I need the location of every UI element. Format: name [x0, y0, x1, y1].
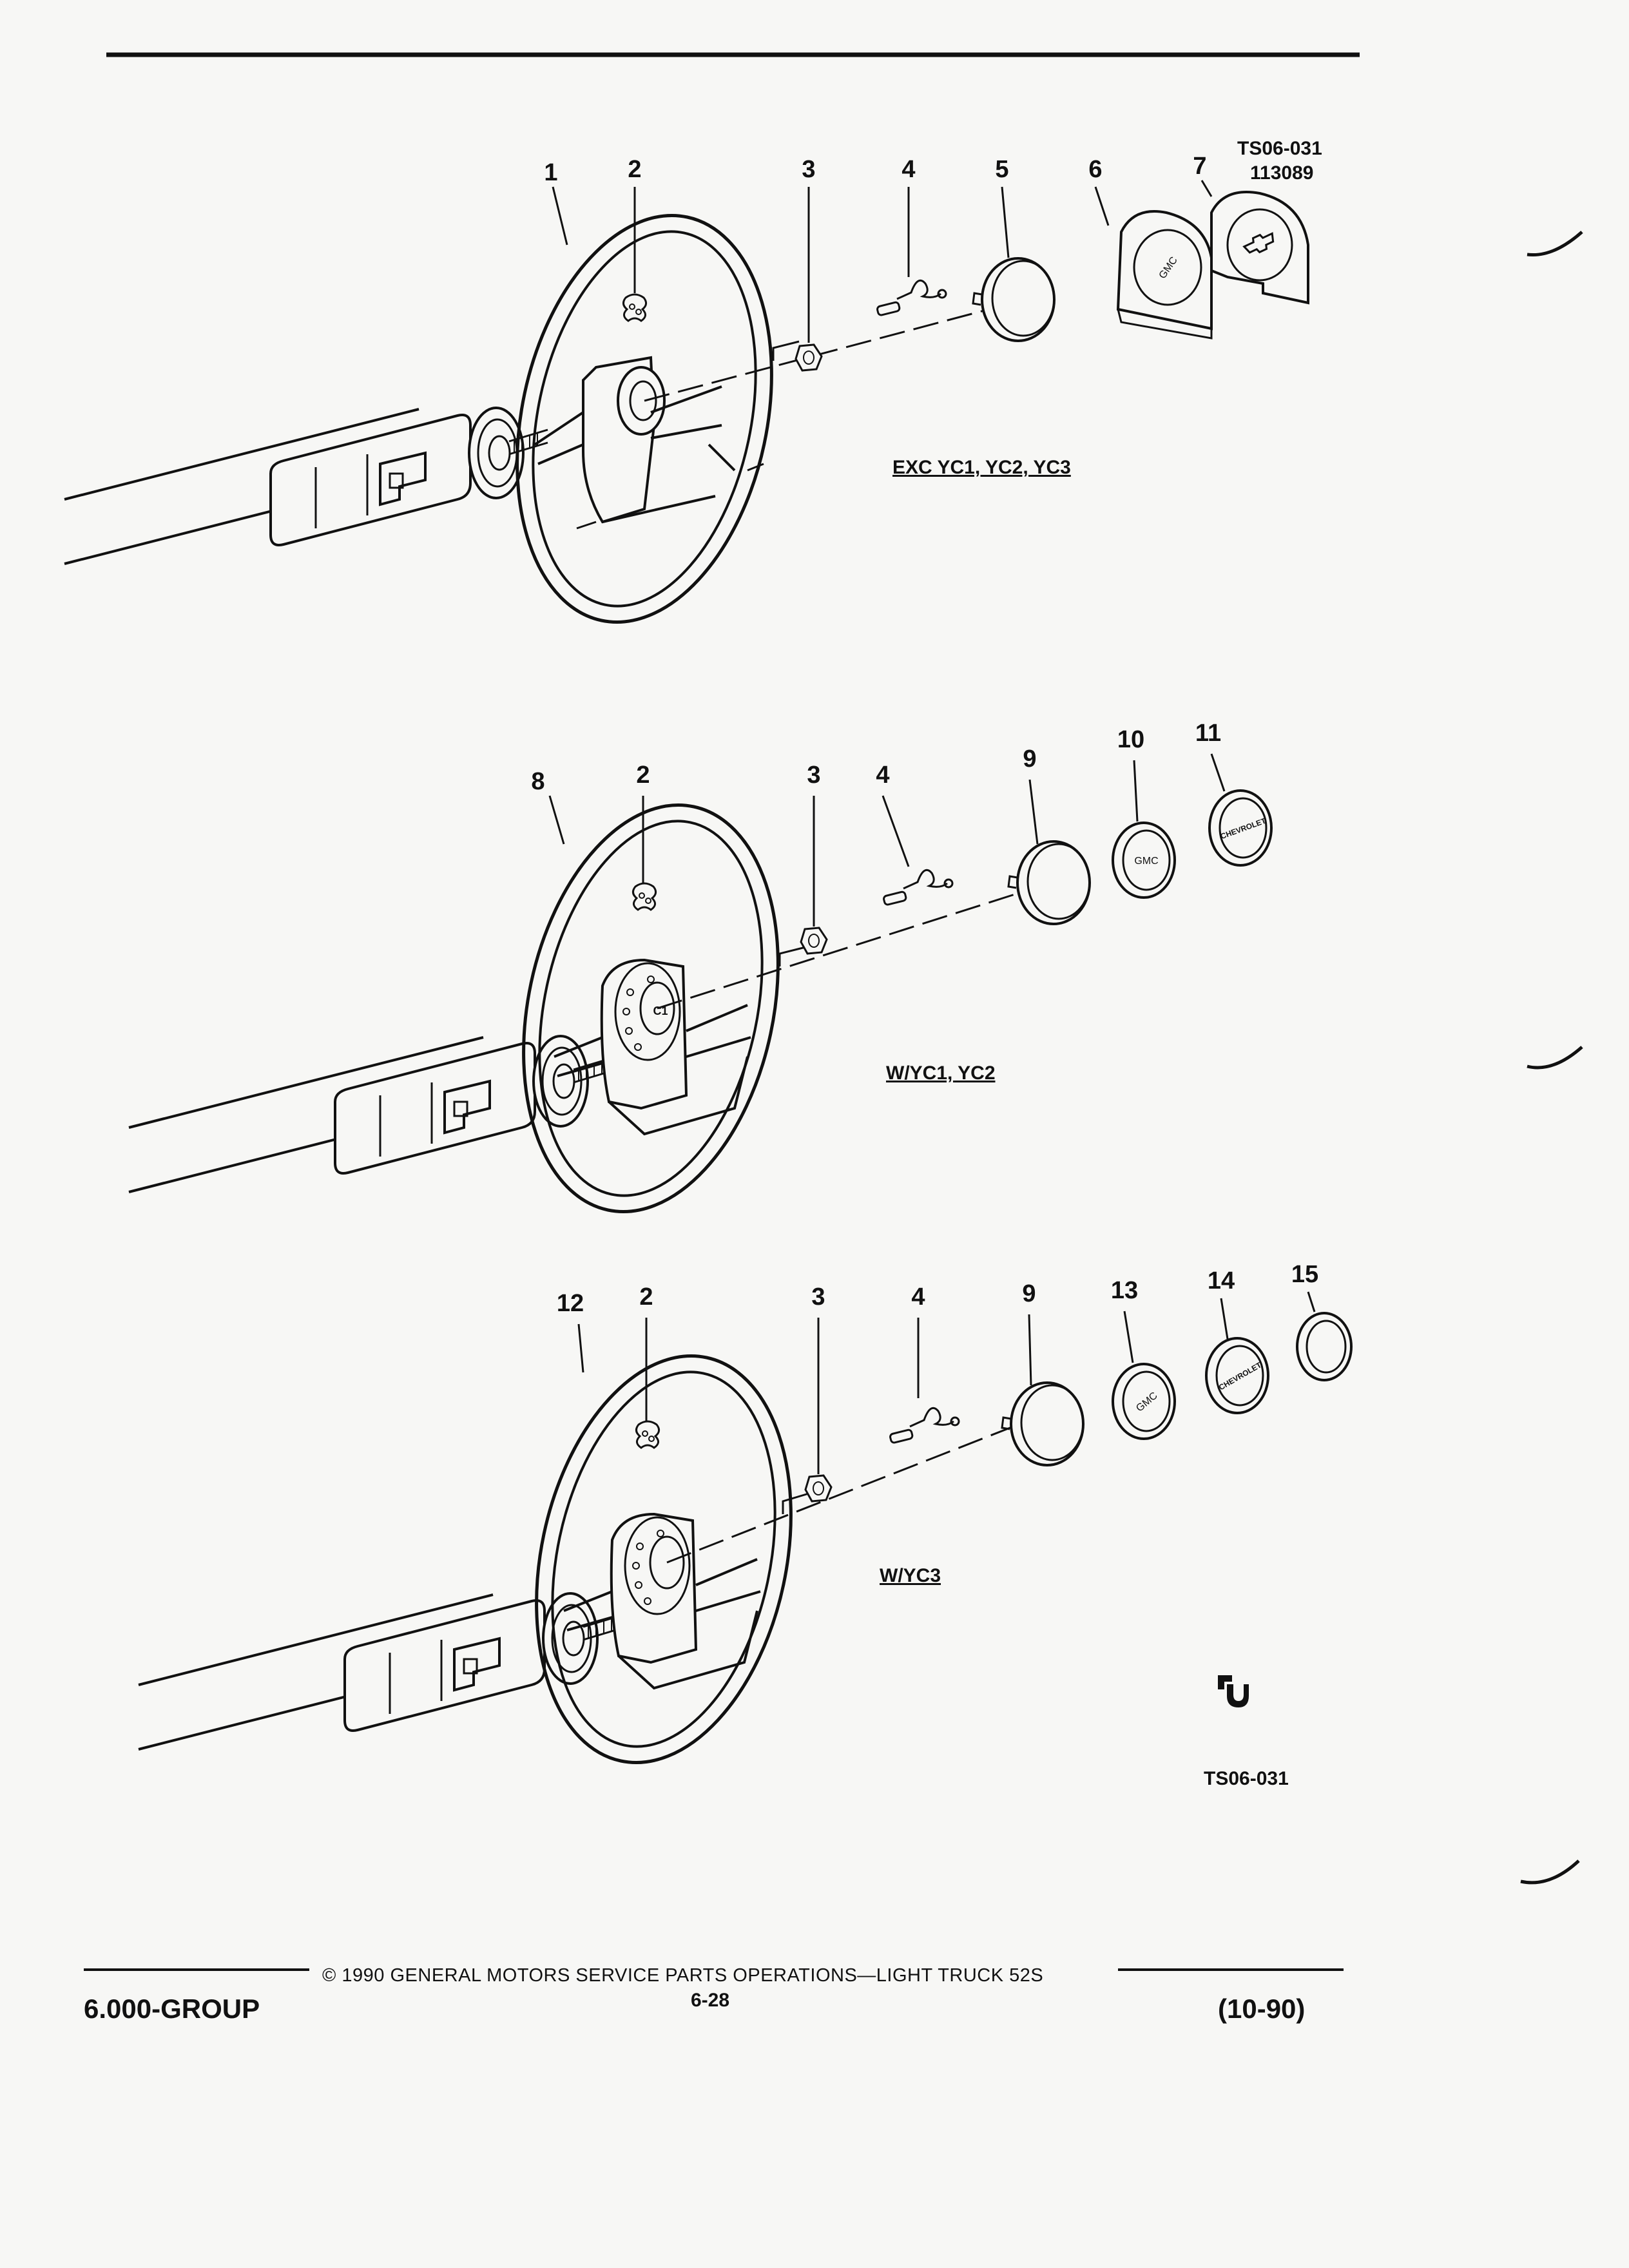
gmc-brand-text: GMC	[1134, 856, 1158, 867]
chevrolet-cap-14: CHEVROLET	[1205, 1337, 1269, 1414]
callout-4b: 4	[876, 762, 889, 789]
gmc-cap-13: GMC	[1112, 1363, 1176, 1440]
ref-code-top-1: TS06-031	[1237, 138, 1322, 159]
callout-2c: 2	[639, 1283, 653, 1311]
horn-contact-2	[882, 869, 954, 907]
horn-contact-1	[876, 279, 947, 317]
callout-8: 8	[531, 768, 545, 795]
callout-13: 13	[1111, 1277, 1138, 1304]
callout-1: 1	[544, 159, 557, 186]
horn-pad-1	[972, 257, 1055, 342]
steering-wheel-12	[535, 1354, 793, 1764]
callout-5: 5	[995, 156, 1008, 183]
chevrolet-cover-7	[1210, 191, 1309, 305]
callout-3c: 3	[811, 1283, 825, 1311]
callout-12: 12	[557, 1290, 584, 1317]
hex-nut-3	[804, 1474, 833, 1503]
callout-7: 7	[1193, 153, 1206, 180]
binding-mark	[1527, 231, 1583, 257]
horn-pad-9a	[1007, 840, 1091, 925]
view-3: GMC CHEVROLET 12 2 3 4 9 13 14 15 W/YC3	[137, 1261, 1353, 1764]
callout-6: 6	[1088, 156, 1102, 183]
callout-15: 15	[1291, 1261, 1318, 1288]
callout-10: 10	[1117, 726, 1144, 753]
callout-4: 4	[901, 156, 915, 183]
steering-wheel-1	[516, 214, 773, 624]
view-2: C1 GMC CHEVROLET 8 2 3	[128, 720, 1273, 1213]
gmc-cover-6: GMC	[1116, 210, 1213, 340]
callout-14: 14	[1208, 1267, 1235, 1294]
retainer-clip-3	[635, 1420, 660, 1449]
trim-ring-15	[1296, 1312, 1353, 1381]
callout-2: 2	[628, 156, 641, 183]
footer-revision-date: (10-90)	[1218, 1994, 1306, 2024]
ref-code-bottom: TS06-031	[1204, 1768, 1289, 1789]
hex-nut-2	[800, 927, 828, 955]
callout-3b: 3	[807, 762, 820, 789]
horn-contact-3	[889, 1407, 960, 1445]
retainer-clip-2	[631, 882, 657, 911]
ref-code-top-2: 113089	[1250, 162, 1313, 184]
callout-11: 11	[1195, 720, 1221, 747]
condition-label-1: EXC YC1, YC2, YC3	[892, 457, 1071, 478]
hex-nut-1	[795, 343, 823, 372]
svg-text:C1: C1	[653, 1004, 668, 1017]
condition-label-2: W/YC1, YC2	[886, 1062, 996, 1084]
horn-pad-9b	[1001, 1381, 1084, 1466]
callout-2b: 2	[636, 762, 650, 789]
callout-9: 9	[1023, 745, 1036, 773]
callout-4c: 4	[911, 1283, 925, 1311]
binding-mark	[1520, 1860, 1580, 1885]
condition-label-3: W/YC3	[880, 1565, 941, 1586]
view-1: GMC 1 2 3 4 5 6 7 EXC YC1, YC2, YC3 TS06…	[63, 138, 1322, 624]
gmc-cap-10: GMC	[1112, 822, 1176, 899]
callout-9c: 9	[1022, 1280, 1036, 1307]
gmspo-logo-icon	[1218, 1675, 1249, 1707]
bowtie-icon	[1242, 232, 1275, 254]
chevrolet-cap-11: CHEVROLET	[1208, 789, 1273, 867]
binding-mark	[1527, 1046, 1583, 1070]
footer-page-number: 6-28	[691, 1990, 730, 2011]
callout-3: 3	[802, 156, 815, 183]
footer-copyright: © 1990 GENERAL MOTORS SERVICE PARTS OPER…	[322, 1965, 1044, 1986]
retainer-clip-1	[622, 293, 648, 322]
footer-group-number: 6.000-GROUP	[84, 1994, 260, 2024]
steering-wheel-8: C1	[522, 803, 780, 1213]
